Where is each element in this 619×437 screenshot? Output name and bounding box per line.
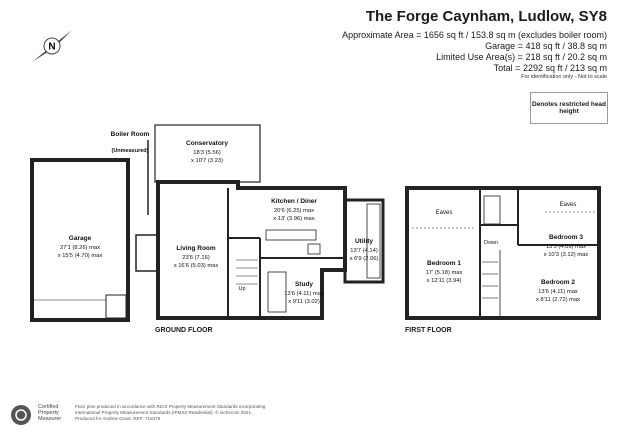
bedroom3-dim2: x 10'3 (3.12) max: [544, 252, 589, 258]
conservatory-name: Conservatory: [186, 140, 228, 147]
study-dim1: 13'6 (4.11) max: [284, 291, 324, 297]
kitchen-dim2: x 13' (3.96) max: [273, 216, 314, 222]
living-room-dim1: 23'6 (7.16): [182, 255, 210, 261]
study-name: Study: [295, 281, 313, 288]
stairs-up-label: Up: [238, 286, 245, 292]
bedroom1-dim2: x 12'11 (3.94): [427, 278, 462, 284]
restricted-head-height-legend: Denotes restricted head height: [530, 92, 608, 124]
total-area: Total = 2292 sq ft / 213 sq m: [493, 63, 607, 73]
compass-letter: N: [48, 42, 55, 53]
bedroom2-dim2: x 8'11 (2.72) max: [536, 297, 580, 303]
garage-dim1: 27'1 (8.26) max: [60, 245, 100, 251]
compass-icon: N: [32, 30, 72, 62]
utility-outline: [343, 198, 385, 284]
rics-badge: Certified Property Measurer: [38, 404, 62, 422]
eaves-label-1: Eaves: [436, 210, 453, 216]
bedroom2-dim1: 13'6 (4.11) max: [538, 289, 578, 295]
rics-logo-icon: [11, 405, 31, 425]
kitchen-dim1: 20'6 (6.25) max: [274, 208, 314, 214]
footer-text: Floor plan produced in accordance with R…: [75, 404, 266, 421]
bedroom2-name: Bedroom 2: [541, 279, 575, 286]
first-floor-outline: [405, 186, 601, 320]
boiler-room-sub: (Unmeasured): [112, 148, 149, 154]
stairs-down-label: Down: [484, 240, 498, 246]
garage-outline: [30, 158, 130, 322]
bedroom3-name: Bedroom 3: [549, 234, 583, 241]
utility-name: Utility: [355, 238, 373, 245]
identification-note: For identification only - Not to scale: [521, 74, 607, 80]
garage-dim2: x 15'5 (4.70) max: [58, 253, 103, 259]
utility-dim1: 13'7 (4.14): [350, 248, 378, 254]
ground-floor-label: GROUND FLOOR: [155, 327, 213, 334]
bedroom1-name: Bedroom 1: [427, 260, 461, 267]
bedroom1-dim1: 17' (5.18) max: [426, 270, 463, 276]
study-dim2: x 9'11 (3.02): [288, 299, 320, 305]
conservatory-dim2: x 10'7 (3.23): [191, 158, 223, 164]
conservatory-dim1: 18'3 (5.56): [193, 150, 221, 156]
utility-dim2: x 6'9 (2.06): [350, 256, 379, 262]
first-floor-label: FIRST FLOOR: [405, 327, 452, 334]
garage-name: Garage: [69, 235, 92, 242]
living-room-name: Living Room: [176, 245, 216, 252]
conservatory-outline: [154, 124, 261, 183]
eaves-label-2: Eaves: [560, 202, 577, 208]
approximate-area: Approximate Area = 1656 sq ft / 153.8 sq…: [342, 30, 607, 40]
boiler-room-name: Boiler Room: [111, 131, 150, 138]
limited-use-area: Limited Use Area(s) = 218 sq ft / 20.2 s…: [436, 52, 607, 62]
garage-area: Garage = 418 sq ft / 38.8 sq m: [485, 41, 607, 51]
bedroom3-dim1: 13'5 (4.09) max: [546, 244, 586, 250]
living-room-dim2: x 16'6 (5.03) max: [174, 263, 219, 269]
kitchen-name: Kitchen / Diner: [271, 198, 317, 205]
page-title: The Forge Caynham, Ludlow, SY8: [365, 8, 607, 25]
